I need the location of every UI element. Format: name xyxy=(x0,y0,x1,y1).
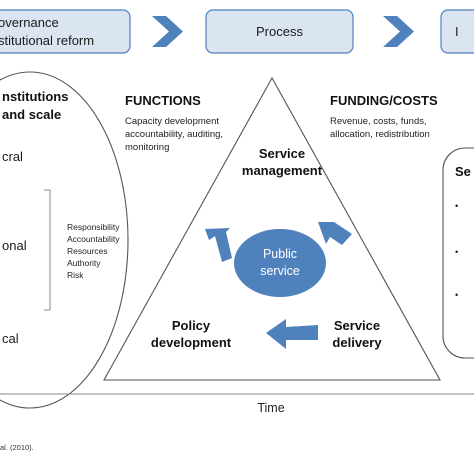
cycle-arrow-icon xyxy=(318,222,352,245)
institutions-title-line1: nstitutions xyxy=(2,89,68,104)
service-panel: Se • • • xyxy=(442,147,474,359)
public-service-line1: Public xyxy=(263,247,297,261)
risk-item: Risk xyxy=(67,270,84,280)
service-management-line1: Service xyxy=(259,146,305,161)
cycle-arrow-icon xyxy=(205,228,232,262)
triangle-outline xyxy=(103,76,441,381)
funding-title: FUNDING/COSTS xyxy=(330,93,438,108)
functions-line3: monitoring xyxy=(125,142,169,153)
bullet-item: • xyxy=(455,201,458,212)
service-delivery-line1: Service xyxy=(334,318,380,333)
functions-block: FUNCTIONS Capacity development accountab… xyxy=(125,93,223,153)
time-label: Time xyxy=(257,401,284,415)
chevron-right-icon xyxy=(152,16,183,47)
institutions-panel: nstitutions and scale cral onal cal Resp… xyxy=(0,71,129,409)
functions-line2: accountability, auditing, xyxy=(125,129,223,140)
resources-item: Resources xyxy=(67,246,108,256)
chevron-right-icon xyxy=(383,16,414,47)
level-central: cral xyxy=(2,149,23,164)
funding-block: FUNDING/COSTS Revenue, costs, funds, all… xyxy=(330,93,438,140)
policy-development-line1: Policy xyxy=(172,318,211,333)
scale-bracket xyxy=(44,189,51,311)
process-box-label: Process xyxy=(256,24,303,39)
public-service-line2: service xyxy=(260,264,300,278)
level-local: cal xyxy=(2,331,19,346)
top-flow: overnance stitutional reform Process I xyxy=(0,9,474,54)
responsibility-item: Responsibility xyxy=(67,222,120,232)
impact-box-label: I xyxy=(455,24,459,39)
policy-development-line2: development xyxy=(151,335,232,350)
functions-line1: Capacity development xyxy=(125,116,219,127)
accountability-item: Accountability xyxy=(67,234,120,244)
cycle-arrow-icon xyxy=(266,319,318,349)
institutions-title-line2: and scale xyxy=(2,107,61,122)
service-panel-title: Se xyxy=(455,164,471,179)
governance-box-line1: overnance xyxy=(0,15,59,30)
process-box xyxy=(205,9,354,54)
governance-box xyxy=(0,9,131,54)
service-panel-box xyxy=(442,147,474,359)
level-regional: onal xyxy=(2,238,27,253)
institutions-oval xyxy=(0,71,129,409)
bullet-item: • xyxy=(455,247,458,258)
impact-box xyxy=(440,9,474,54)
governance-box-line2: stitutional reform xyxy=(0,33,94,48)
authority-item: Authority xyxy=(67,258,101,268)
service-delivery-line2: delivery xyxy=(332,335,382,350)
funding-line1: Revenue, costs, funds, xyxy=(330,116,427,127)
service-management-line2: management xyxy=(242,163,323,178)
service-triangle: Service management Policy development Se… xyxy=(103,76,441,381)
functions-title: FUNCTIONS xyxy=(125,93,201,108)
bullet-item: • xyxy=(455,290,458,301)
source-note: al. (2010). xyxy=(0,443,34,452)
funding-line2: allocation, redistribution xyxy=(330,129,430,140)
public-service-circle xyxy=(234,229,326,297)
time-axis: Time xyxy=(0,393,474,415)
